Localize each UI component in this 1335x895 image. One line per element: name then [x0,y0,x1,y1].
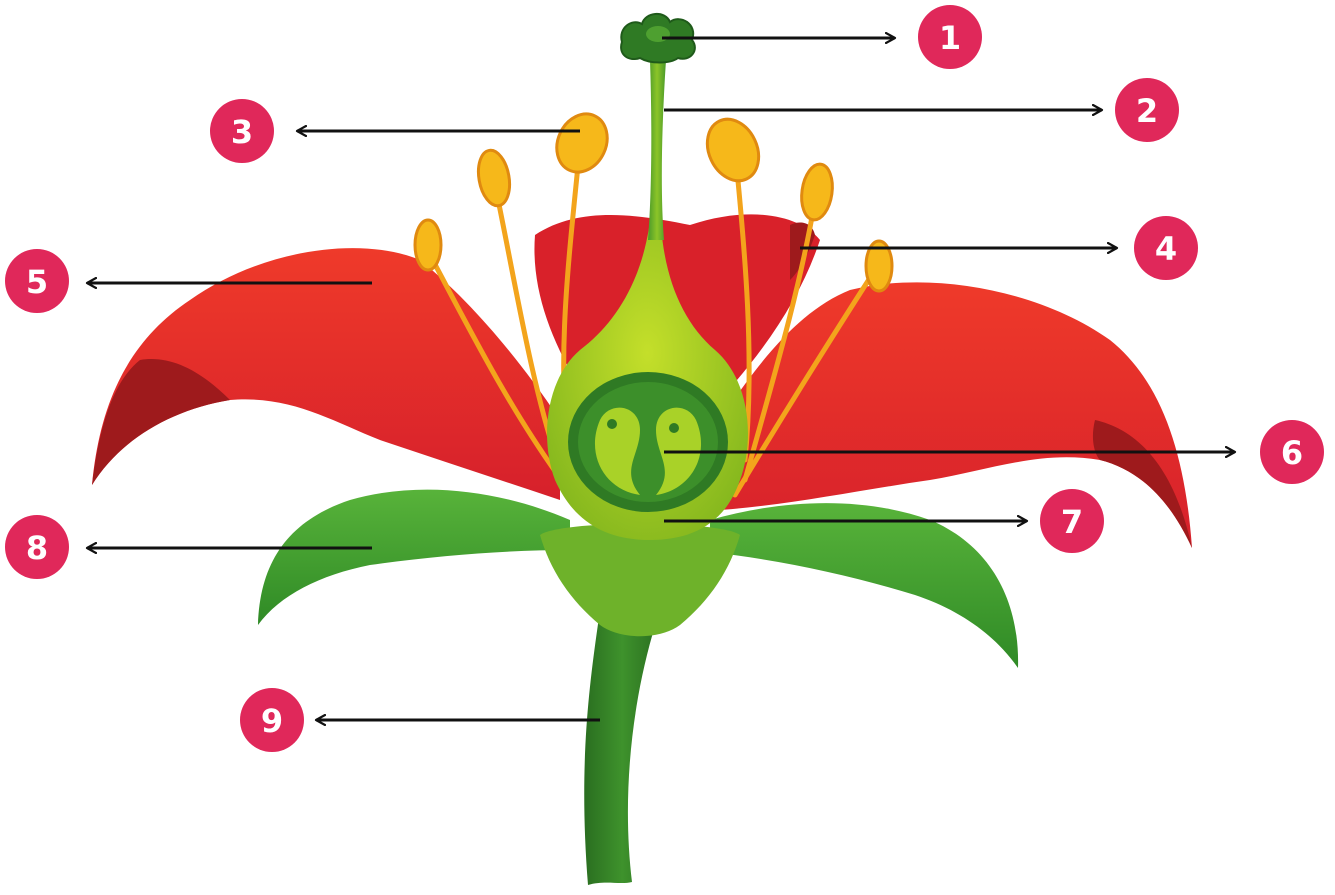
badge-5-number: 5 [26,263,48,301]
badge-7-number: 7 [1061,503,1083,541]
badge-8: 8 [5,515,69,579]
badge-3: 3 [210,99,274,163]
style [648,60,666,240]
badge-1-number: 1 [939,19,961,57]
badge-7: 7 [1040,489,1104,553]
badge-9-number: 9 [261,702,283,740]
badge-2: 2 [1115,78,1179,142]
badge-6: 6 [1260,420,1324,484]
receptacle [540,524,740,637]
sepal-left [258,490,570,625]
badge-6-number: 6 [1281,434,1303,472]
badge-3-number: 3 [231,113,253,151]
sepal-right [710,503,1018,668]
badge-1: 1 [918,5,982,69]
badge-8-number: 8 [26,529,48,567]
badge-4-number: 4 [1155,230,1177,268]
stem [584,610,660,885]
badge-4: 4 [1134,216,1198,280]
badge-5: 5 [5,249,69,313]
badge-9: 9 [240,688,304,752]
badge-2-number: 2 [1136,92,1158,130]
